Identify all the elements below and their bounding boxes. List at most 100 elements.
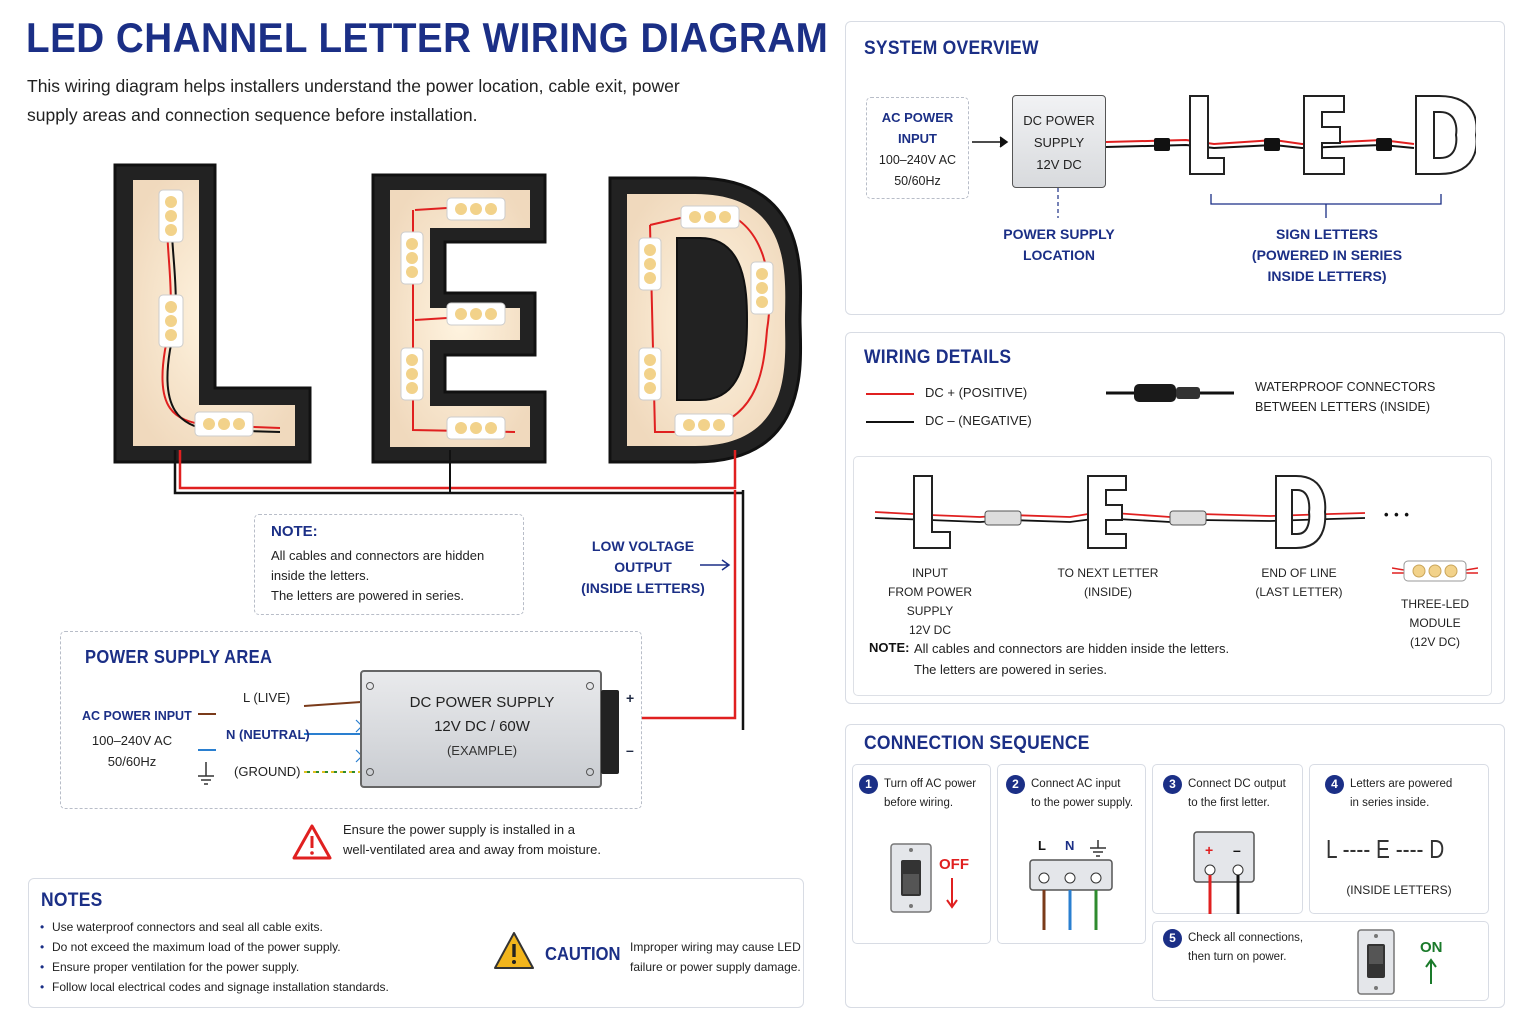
screw-icon (586, 682, 594, 690)
off-label: OFF (939, 856, 969, 873)
dc-power-supply-unit (360, 670, 602, 788)
main-cable (610, 490, 745, 730)
step-number: 5 (1163, 929, 1182, 948)
ac-input-line-3: 100–240V AC (878, 153, 957, 167)
caution-line-1: Improper wiring may cause LED (630, 940, 801, 954)
switch-on-icon (1357, 929, 1395, 995)
screw-icon (366, 682, 374, 690)
warning-line-1: Ensure the power supply is installed in … (343, 822, 575, 837)
terminal-l-label: L (1038, 838, 1046, 853)
positive-wire-swatch (866, 393, 914, 395)
caution-label: CAUTION (545, 944, 621, 964)
letter-d (608, 176, 803, 464)
step-3-line-2: to the first letter. (1188, 797, 1270, 809)
dc-supply-box (1012, 95, 1106, 188)
screw-icon (366, 768, 374, 776)
note-line-2: inside the letters. (271, 568, 370, 583)
step-number: 4 (1325, 775, 1344, 794)
next-letter-caption: TO NEXT LETTER (INSIDE) (1048, 564, 1168, 602)
connector-icon (1154, 138, 1170, 151)
system-overview-heading: SYSTEM OVERVIEW (864, 38, 1039, 59)
connection-sequence-heading: CONNECTION SEQUENCE (864, 733, 1090, 754)
live-label: L (LIVE) (243, 690, 291, 705)
ac-input-title: AC POWER INPUT (866, 107, 969, 149)
power-supply-area-heading: POWER SUPPLY AREA (85, 647, 273, 667)
connector-icon (1376, 138, 1392, 151)
psu-label-3: (EXAMPLE) (446, 743, 518, 758)
ac-input-box (866, 97, 969, 199)
psu-minus-label: – (626, 742, 634, 758)
step-number: 3 (1163, 775, 1182, 794)
connector-icon (1169, 510, 1207, 526)
low-voltage-label: LOW VOLTAGE OUTPUT (INSIDE LETTERS) (566, 536, 720, 599)
dc-supply-line-3: 12V DC (1036, 157, 1082, 172)
dc-plus-label: + (1205, 842, 1214, 858)
ac-frequency: 50/60Hz (107, 754, 157, 769)
ac-terminal-block-icon (1029, 840, 1113, 930)
arrow-down-icon (946, 878, 958, 909)
on-label: ON (1420, 939, 1443, 956)
connector-line-1: WATERPROOF CONNECTORS (1255, 380, 1436, 394)
step-number: 1 (859, 775, 878, 794)
list-item: Do not exceed the maximum load of the po… (38, 937, 478, 957)
ac-voltage: 100–240V AC (91, 733, 173, 748)
warning-line-2: well-ventilated area and away from moist… (343, 842, 601, 857)
note-line-3: The letters are powered in series. (271, 588, 464, 603)
psu-label-1: DC POWER SUPPLY (409, 694, 555, 711)
end-line-1: END OF LINE (1261, 566, 1337, 580)
notes-heading: NOTES (41, 890, 103, 911)
step-number: 2 (1006, 775, 1025, 794)
next-line-2: (INSIDE) (1084, 585, 1132, 599)
intro-text: This wiring diagram helps installers und… (27, 76, 680, 125)
arrow-up-icon (1425, 958, 1437, 984)
note-heading: NOTE: (271, 523, 318, 540)
switch-off-icon (890, 843, 932, 913)
end-of-line-caption: END OF LINE (LAST LETTER) (1244, 564, 1354, 602)
caution-icon (494, 932, 534, 969)
notes-list: Use waterproof connectors and seal all c… (38, 917, 478, 997)
more-letters-ellipsis: • • • (1384, 507, 1410, 522)
positive-label: DC + (POSITIVE) (925, 385, 1028, 400)
connector-description: WATERPROOF CONNECTORS BETWEEN LETTERS (I… (1255, 377, 1435, 417)
wiring-chain-subpanel (853, 456, 1492, 696)
letter-e (371, 173, 547, 464)
terminal-n-label: N (1065, 838, 1075, 853)
warning-icon (292, 824, 332, 860)
arrow-right-icon (972, 136, 1009, 148)
system-overview-panel (845, 21, 1505, 315)
ground-label: (GROUND) (234, 764, 301, 779)
step-2-line-1: Connect AC input (1031, 778, 1121, 790)
screw-icon (586, 768, 594, 776)
low-voltage-line-1: LOW VOLTAGE OUTPUT (591, 538, 695, 575)
sign-letters-label: SIGN LETTERS (POWERED IN SERIES INSIDE L… (1238, 224, 1416, 287)
negative-wire-swatch (866, 421, 914, 423)
wiring-details-heading: WIRING DETAILS (864, 347, 1012, 368)
arrow-right-icon (700, 559, 731, 571)
step-3-line-1: Connect DC output (1188, 778, 1286, 790)
input-caption: INPUT FROM POWER SUPPLY 12V DC (865, 564, 995, 640)
module-line-1: THREE-LED (1400, 597, 1469, 611)
list-item: Use waterproof connectors and seal all c… (38, 917, 478, 937)
low-voltage-line-2: (INSIDE LETTERS) (581, 580, 705, 596)
dashed-connector (1057, 188, 1059, 218)
input-line-2: FROM POWER SUPPLY (888, 585, 972, 618)
psu-label-2: 12V DC / 60W (434, 718, 530, 735)
caution-line-2: failure or power supply damage. (630, 960, 801, 974)
negative-label: DC – (NEGATIVE) (925, 413, 1032, 428)
list-item: Follow local electrical codes and signag… (38, 977, 478, 997)
letter-l (113, 163, 312, 464)
dc-supply-line-2: SUPPLY (1033, 135, 1085, 150)
note-box (254, 514, 524, 615)
ac-input-label: AC POWER INPUT (82, 709, 192, 723)
waterproof-connector-icon (1106, 384, 1234, 402)
wiring-note-line-1: All cables and connectors are hidden ins… (914, 641, 1230, 656)
dc-supply-line-1: DC POWER (1023, 113, 1095, 128)
connector-icon (1264, 138, 1280, 151)
step-5-line-2: then turn on power. (1188, 951, 1287, 963)
module-line-3: (12V DC) (1409, 635, 1460, 649)
wiring-chain-diagram (874, 475, 1366, 549)
ac-input-line-4: 50/60Hz (894, 174, 941, 188)
